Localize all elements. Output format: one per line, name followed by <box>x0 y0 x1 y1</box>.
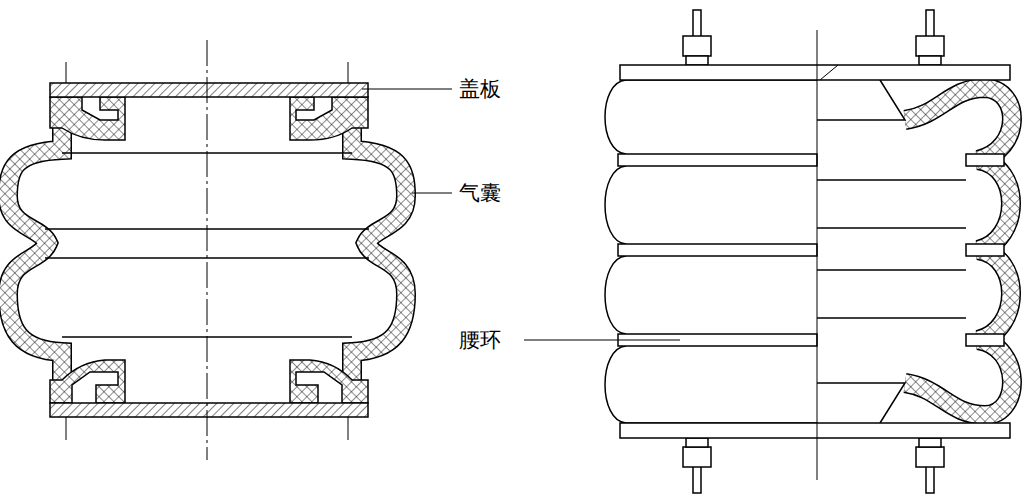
cover-plate-label: 盖板 <box>458 79 502 100</box>
waist-ring-label: 腰环 <box>458 330 502 351</box>
air-bag-label: 气囊 <box>458 183 502 204</box>
